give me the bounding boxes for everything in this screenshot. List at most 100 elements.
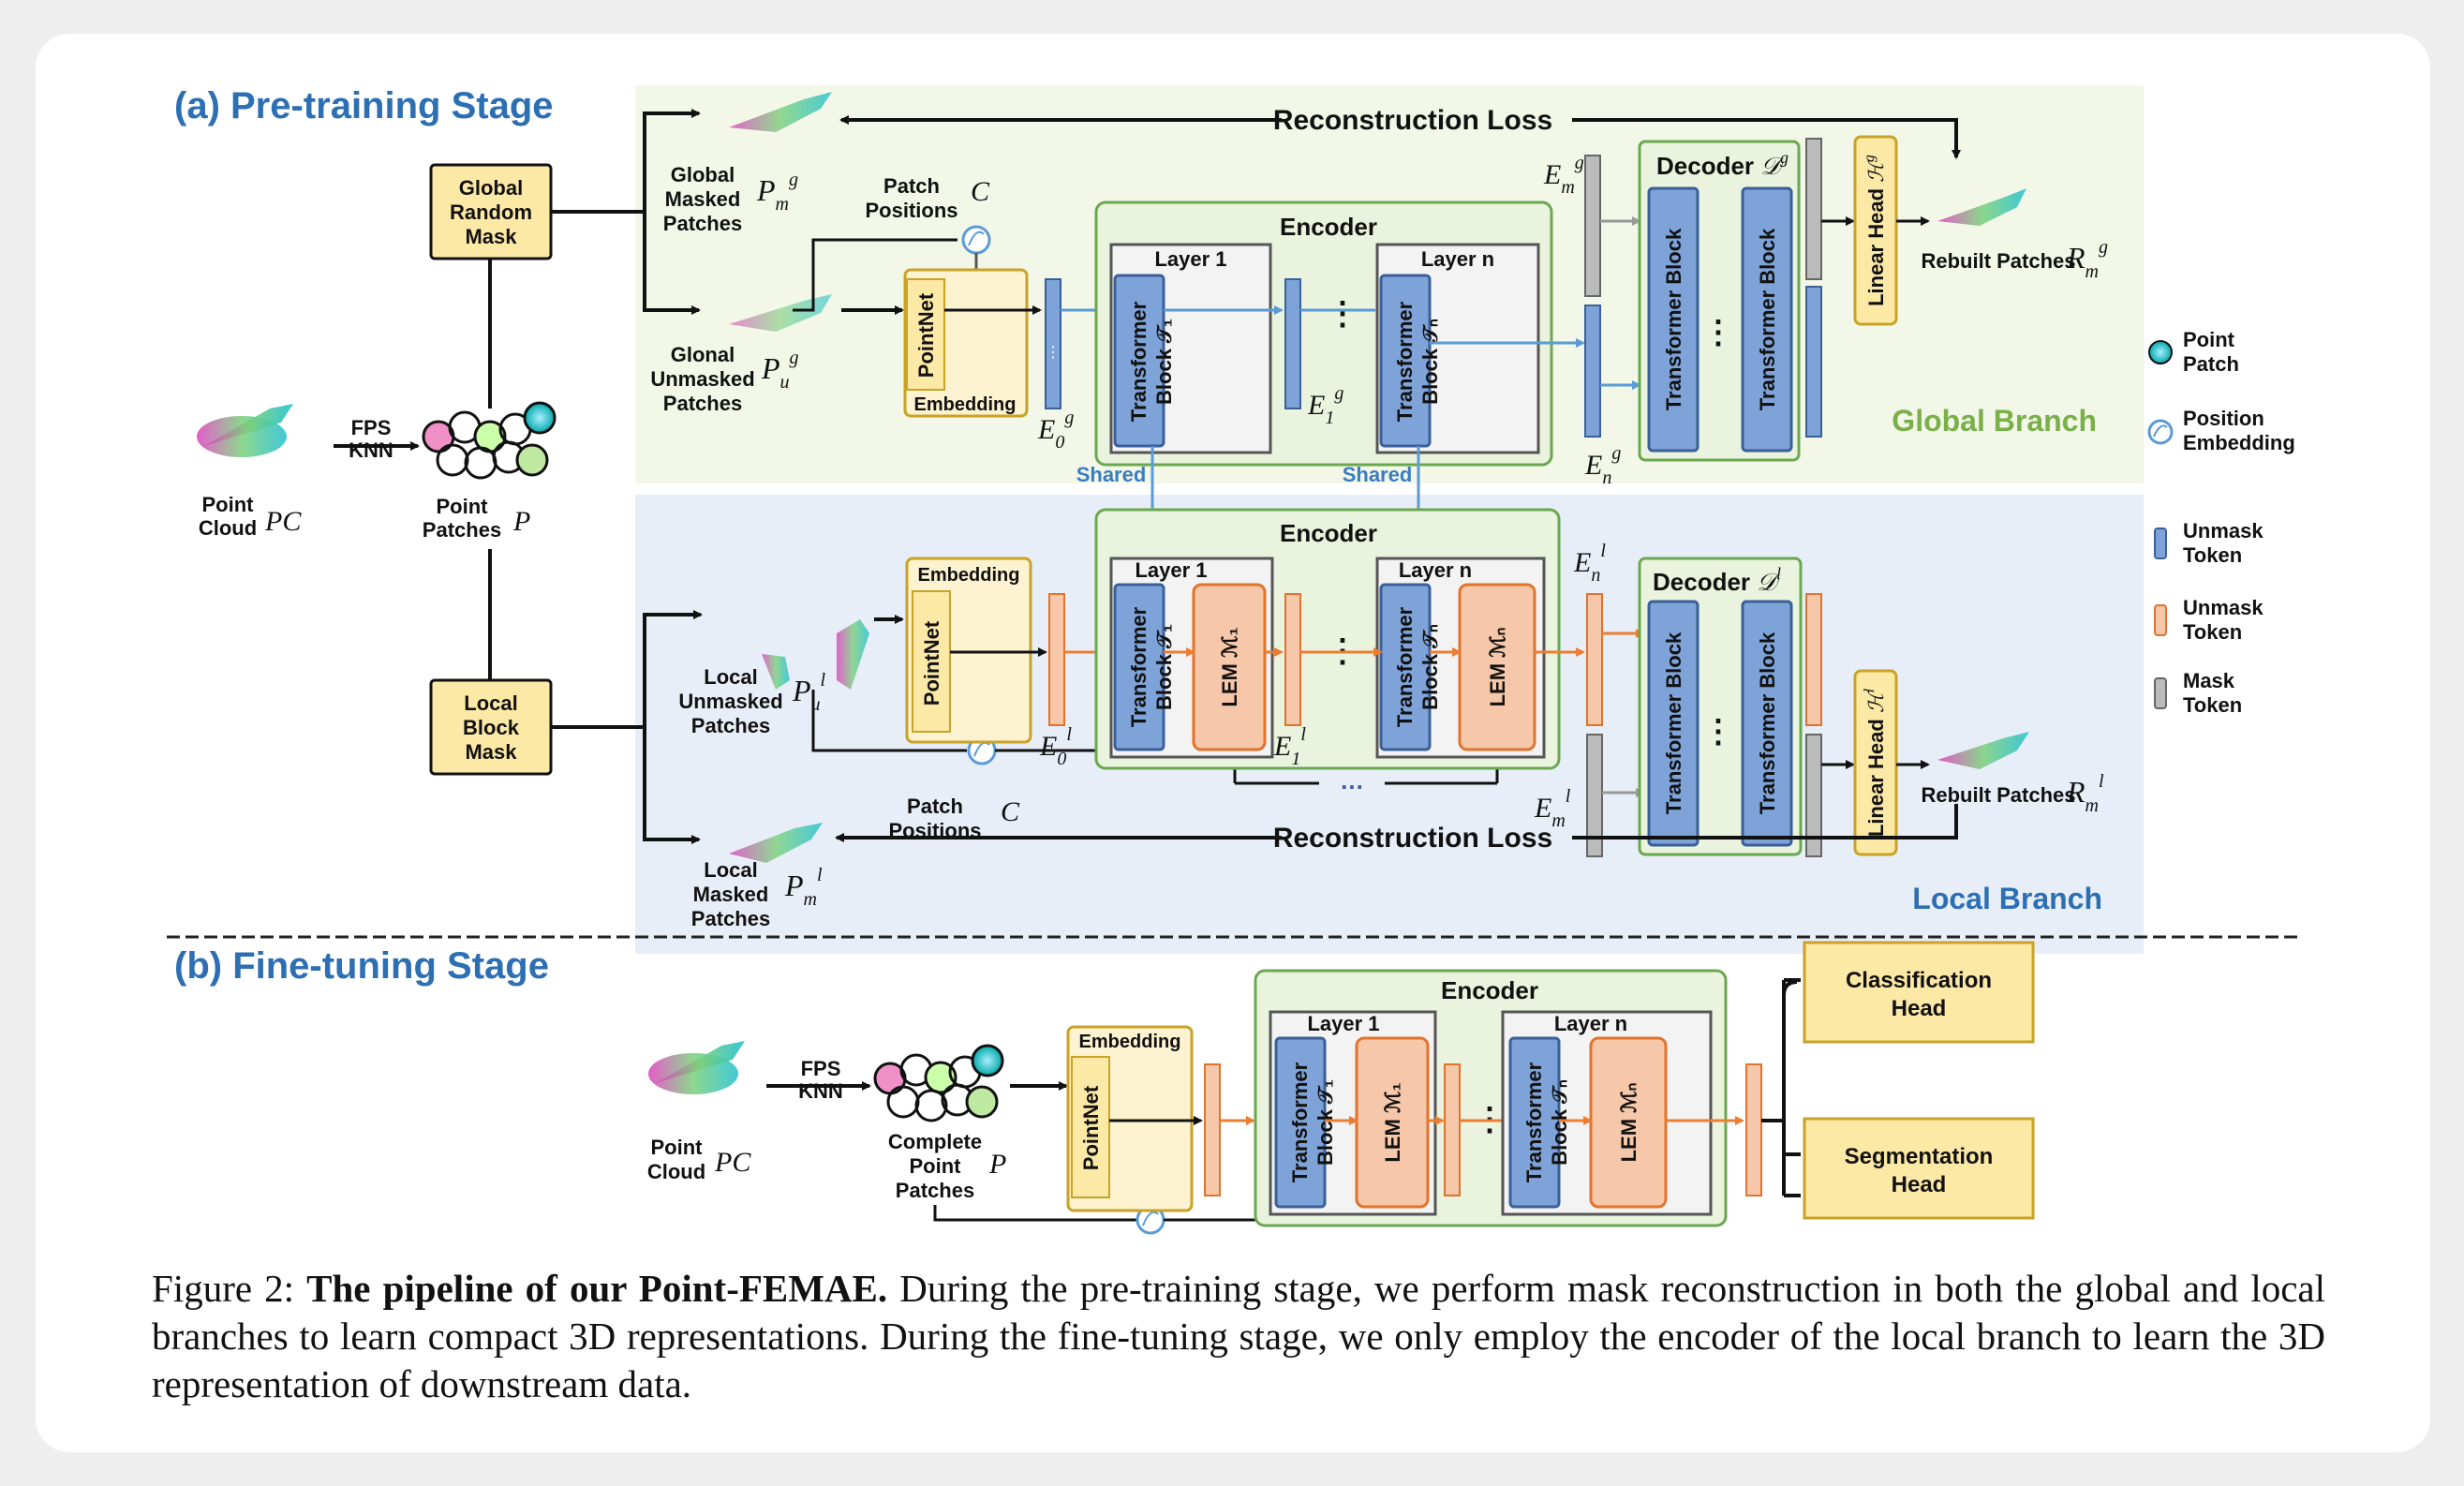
local-rebuilt-label: Rebuilt Patches xyxy=(1921,783,2075,807)
global-transformer-block-n xyxy=(1379,274,1432,448)
local-unmasked-label-3: Patches xyxy=(691,714,770,737)
local-decoder-block-1 xyxy=(1647,600,1700,847)
mask-token-icon xyxy=(2154,677,2167,709)
local-lem-1 xyxy=(1192,583,1267,751)
global-pointnet-box xyxy=(906,278,945,391)
legend-mask-token-1: Mask xyxy=(2183,669,2235,692)
legend-unmask-blue-2: Token xyxy=(2183,543,2242,567)
fps-label: FPS xyxy=(351,416,392,439)
global-mask-label-3: Mask xyxy=(465,225,517,248)
local-lemn-label: LEM ℳₙ xyxy=(1486,627,1509,706)
global-e1-tokens xyxy=(1284,278,1301,409)
local-mask-label-3: Mask xyxy=(465,740,517,764)
global-position-embedding-icon xyxy=(961,225,991,255)
local-layern-label: Layer n xyxy=(1399,558,1472,582)
legend-position-embedding-1: Position xyxy=(2183,407,2264,430)
global-layern-label: Layer n xyxy=(1421,247,1494,271)
ft-transformer-block-1 xyxy=(1274,1036,1327,1209)
global-patch-positions-2: Positions xyxy=(865,199,957,222)
local-masked-label-1: Local xyxy=(704,858,757,882)
classification-head-label-1: Classification xyxy=(1846,968,1992,993)
ft-tbn-label-2: Block 𝒯ₙ xyxy=(1548,1079,1571,1166)
local-pointnet-box xyxy=(912,590,951,733)
global-recon-loss: Reconstruction Loss xyxy=(1273,105,1552,136)
local-en-tokens xyxy=(1586,593,1603,726)
ft-p-symbol: P xyxy=(988,1149,1006,1180)
pc-symbol: PC xyxy=(264,506,302,537)
ft-complete-label-1: Complete xyxy=(888,1130,982,1153)
local-recon-loss: Reconstruction Loss xyxy=(1273,823,1552,854)
pretraining-title: (a) Pre-training Stage xyxy=(174,85,554,126)
unmask-token-blue-icon xyxy=(2154,528,2167,559)
global-unmasked-patches-icon xyxy=(729,294,832,332)
local-rebuilt-icon xyxy=(1937,732,2029,769)
global-c-symbol: C xyxy=(971,176,990,207)
legend-unmask-orange-2: Token xyxy=(2183,620,2242,644)
global-encoder-label: Encoder xyxy=(1280,213,1377,241)
global-decoder-dots: ⋮ xyxy=(1702,315,1734,350)
local-decoder-dots: ⋮ xyxy=(1702,714,1734,750)
global-decoder-label: Decoder 𝒟g xyxy=(1656,148,1789,180)
ft-layern-label: Layer n xyxy=(1554,1012,1627,1035)
local-tbn-label: Transformer xyxy=(1393,606,1417,727)
point-patch-icon xyxy=(2148,340,2173,364)
local-bottom-dots: … xyxy=(1340,766,1364,795)
global-masked-label-1: Global xyxy=(671,163,735,186)
global-masked-patches-icon xyxy=(729,92,832,132)
global-unmasked-label-3: Patches xyxy=(663,392,742,415)
unmask-token-orange-icon xyxy=(2154,604,2167,636)
global-mask-label-2: Random xyxy=(450,201,532,224)
global-decoder-block-2-label: Transformer Block xyxy=(1756,228,1779,410)
caption-bold: The pipeline of our Point-FEMAE. xyxy=(306,1267,888,1310)
knn-label: KNN xyxy=(349,438,393,462)
ft-point-patches-icon xyxy=(873,1044,1004,1122)
ft-embedding-label: Embedding xyxy=(1079,1032,1181,1052)
legend-point-patch-1: Point xyxy=(2183,328,2235,351)
svg-text:⋮: ⋮ xyxy=(1046,345,1061,361)
local-linear-head-label: Linear Head ℋl xyxy=(1862,688,1888,837)
local-transformer-block-n xyxy=(1379,583,1432,751)
local-lem-n xyxy=(1458,583,1536,751)
local-unmasked-label-1: Local xyxy=(704,665,757,689)
local-decoder-block-2-label: Transformer Block xyxy=(1756,632,1779,814)
ft-knn-label: KNN xyxy=(798,1079,843,1103)
figure-caption: Figure 2: The pipeline of our Point-FEMA… xyxy=(152,1265,2325,1408)
local-masked-label-3: Patches xyxy=(691,907,770,930)
local-linear-head xyxy=(1853,669,1898,856)
ft-complete-label-2: Point xyxy=(910,1154,962,1178)
global-layer-dots: ⋮ xyxy=(1327,296,1358,332)
segmentation-head-label-1: Segmentation xyxy=(1845,1144,1994,1169)
point-patches-icon xyxy=(422,401,557,480)
point-patches-label-1: Point xyxy=(437,495,489,518)
local-mask-label-1: Local xyxy=(464,691,517,715)
global-unmasked-label-2: Unmasked xyxy=(650,367,754,391)
local-mask-label-2: Block xyxy=(463,716,520,739)
global-en-tokens xyxy=(1584,305,1601,438)
global-decoder-block-1-label: Transformer Block xyxy=(1662,228,1685,410)
caption-text: During the pre-training stage, we perfor… xyxy=(152,1267,2326,1405)
global-decoder-block-2 xyxy=(1741,186,1793,453)
global-tbn-label: Transformer xyxy=(1393,301,1417,422)
global-masked-label-3: Patches xyxy=(663,212,742,235)
local-embedding-label: Embedding xyxy=(918,565,1020,586)
local-layer1-label: Layer 1 xyxy=(1135,558,1207,582)
global-decoder-block-1 xyxy=(1647,186,1700,453)
global-mask-label-1: Global xyxy=(459,176,523,200)
classification-head-label-2: Head xyxy=(1892,996,1947,1021)
global-e0-tokens: ⋮ xyxy=(1045,278,1061,409)
segmentation-head-label-2: Head xyxy=(1892,1172,1947,1197)
ft-pointnet-box xyxy=(1071,1056,1110,1198)
classification-head xyxy=(1803,941,2035,1044)
ft-lem1-label: LEM ℳ₁ xyxy=(1381,1082,1404,1162)
ft-transformer-block-n xyxy=(1508,1036,1561,1209)
ft-fps-label: FPS xyxy=(801,1057,841,1080)
local-tbn-label-2: Block 𝒯ₙ xyxy=(1418,624,1442,710)
point-cloud-icon xyxy=(197,404,293,457)
global-em-tokens xyxy=(1584,155,1601,297)
local-em-tokens xyxy=(1586,734,1603,857)
local-decoder-block-2 xyxy=(1741,600,1793,847)
local-branch-label: Local Branch xyxy=(1912,882,2102,915)
ft-point-cloud-icon xyxy=(648,1041,745,1094)
global-masked-label-2: Masked xyxy=(665,187,741,211)
point-cloud-label-2: Cloud xyxy=(199,516,257,540)
